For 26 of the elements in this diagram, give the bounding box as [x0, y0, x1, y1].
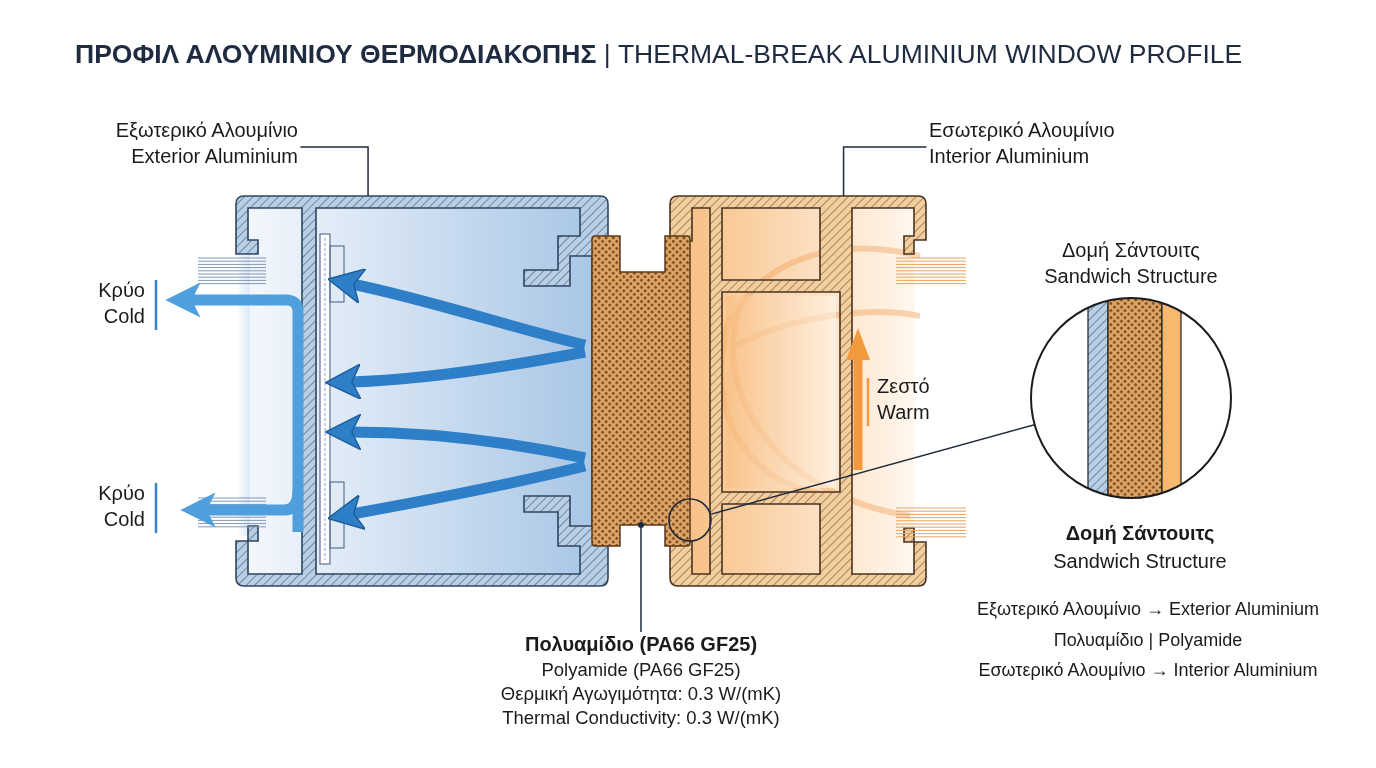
detail-heading: Δομή Σάντουιτς [1061, 238, 1201, 263]
diagram-title: ΠΡΟΦΙΛ ΑΛΟΥΜΙΝΙΟΥ ΘΕΡΜΟΔΙΑΚΟΠΗΣ | THERMAL-BREAK ALUMINIUM WINDOW PROFILE [75, 38, 1243, 71]
leader-line [842, 146, 928, 197]
detail-subheading: Sandwich Structure [1043, 264, 1219, 289]
label-text: Interior Aluminium [929, 144, 1091, 169]
label-text: Exterior Aluminium [130, 144, 298, 169]
temperature-label: Cold [102, 507, 145, 532]
leader-line [710, 423, 1036, 515]
leader-line [638, 522, 644, 633]
label-text: Εξωτερικό Αλουμίνιο [114, 118, 298, 143]
temperature-label: Cold [102, 304, 145, 329]
key-text: Εξωτερικό Αλουμίνιο → Exterior Aluminium [975, 598, 1321, 621]
leader-line [299, 146, 369, 197]
detail-caption: Sandwich Structure [1052, 549, 1228, 574]
label-text: Polyamide (PA66 GF25) [540, 658, 742, 682]
temperature-label: Κρύο [97, 278, 145, 303]
label-text: Εσωτερικό Αλουμίνιο [929, 118, 1116, 143]
label-text: Thermal Conductivity: 0.3 W/(mK) [501, 706, 781, 730]
material-heading: Πολυαμίδιο (PA66 GF25) [523, 632, 759, 657]
key-text: Εσωτερικό Αλουμίνιο → Interior Aluminium [977, 659, 1319, 682]
temperature-label: Warm [877, 400, 931, 425]
detail-caption: Δομή Σάντουιτς [1064, 521, 1216, 546]
temperature-label: Κρύο [97, 481, 145, 506]
label-text: Θερμική Αγωγιμότητα: 0.3 W/(mK) [499, 682, 783, 706]
temperature-label: Ζεστό [877, 374, 931, 399]
key-text: Πολυαμίδιο | Polyamide [1052, 629, 1244, 652]
